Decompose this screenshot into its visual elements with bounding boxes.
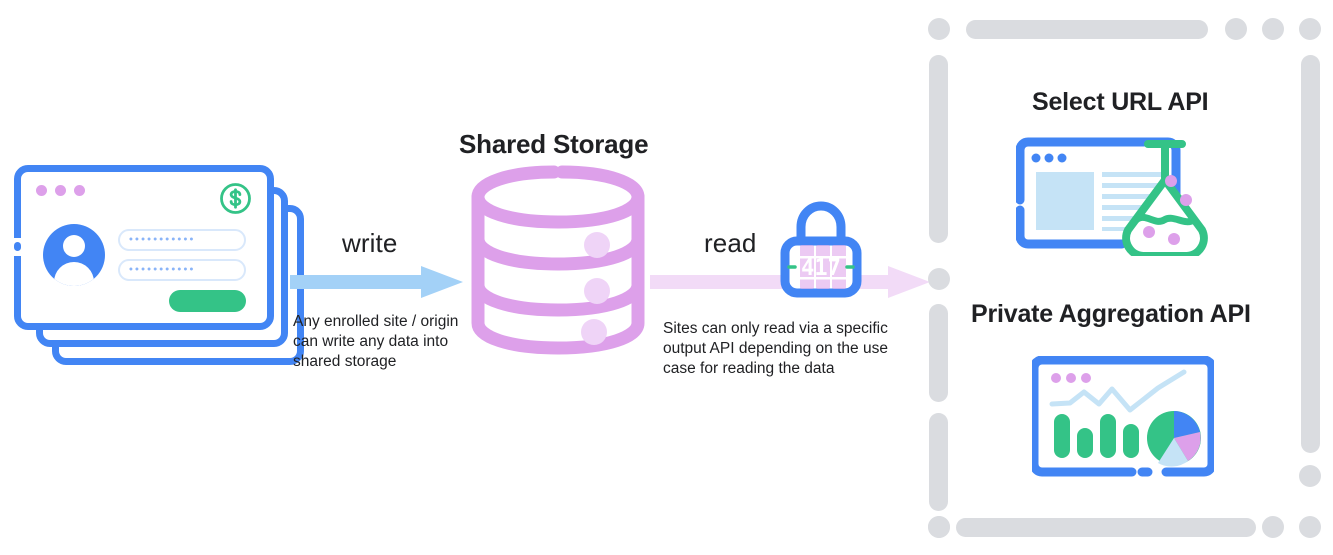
panel-border-dot <box>1299 465 1321 487</box>
select-url-api-title: Select URL API <box>1032 88 1209 116</box>
browser-window-charts-icon <box>1029 355 1217 480</box>
panel-border-dot <box>1299 516 1321 538</box>
panel-border-dot <box>928 516 950 538</box>
panel-border-dot <box>1262 516 1284 538</box>
panel-border-dot <box>1225 18 1247 40</box>
padlock-combination-icon: 417 <box>777 199 865 299</box>
panel-border-dot <box>1299 18 1321 40</box>
read-label: read <box>704 228 757 258</box>
panel-border-dash <box>929 304 948 402</box>
browser-windows-stack: ••••••••••• ••••••••••• <box>14 165 304 365</box>
database-cylinder-icon <box>469 165 647 355</box>
read-caption: Sites can only read via a specific outpu… <box>663 320 888 377</box>
panel-border-dot <box>1262 18 1284 40</box>
traffic-light-dots-icon <box>36 185 85 196</box>
write-arrow-icon <box>290 266 463 298</box>
lock-combination-value: 417 <box>801 256 841 281</box>
browser-window-front: ••••••••••• ••••••••••• <box>14 165 274 330</box>
panel-border-dot <box>928 268 950 290</box>
dollar-coin-icon <box>218 181 253 216</box>
window-side-notch <box>14 238 21 256</box>
panel-border-dash <box>929 55 948 243</box>
write-label: write <box>342 228 398 258</box>
write-caption: Any enrolled site / origin can write any… <box>293 313 459 370</box>
private-aggregation-api-title: Private Aggregation API <box>971 300 1251 328</box>
panel-border-dash <box>929 413 948 511</box>
browser-window-flask-icon <box>1015 134 1228 260</box>
shared-storage-title: Shared Storage <box>459 129 649 159</box>
panel-border-dash <box>956 518 1256 537</box>
submit-button[interactable] <box>169 290 246 312</box>
output-apis-panel <box>920 8 1324 548</box>
password-field-1[interactable]: ••••••••••• <box>118 229 246 251</box>
panel-border-dash <box>1301 55 1320 453</box>
panel-border-dot <box>928 18 950 40</box>
user-avatar-icon <box>43 224 105 286</box>
panel-border-dash <box>966 20 1208 39</box>
password-field-2[interactable]: ••••••••••• <box>118 259 246 281</box>
